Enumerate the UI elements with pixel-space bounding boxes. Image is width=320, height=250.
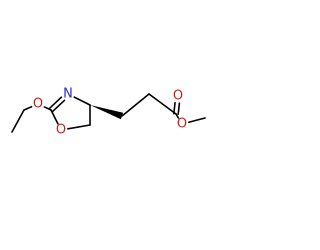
bond-n_ring-c4_ring [73, 96, 91, 106]
atom-label-n_ring: N [63, 87, 73, 102]
bond-c_carbonyl-o_carbonyl-a [177, 102, 181, 116]
atom-label-o_ring: O [56, 123, 66, 138]
bonds-layer [11, 93, 206, 133]
bond-c_carbonyl-o_ester [175, 113, 180, 119]
bond-c_me_ethyl-c_ch2_ethyl [11, 109, 25, 133]
atom-label-o_ether: O [33, 97, 43, 112]
bond-o_ring-c2_ring [50, 109, 59, 125]
bond-c_carbonyl-o_carbonyl-b [173, 101, 176, 115]
bond-c2_ring-n_ring-a [51, 99, 66, 113]
bond-o_ether-c2_ring [43, 106, 52, 111]
bond-o_ester-c_methyl [187, 117, 206, 124]
atom-label-o_ester: O [177, 117, 187, 132]
bond-c_ch2_ethyl-o_ether [23, 105, 33, 111]
bond-c_chain2-c_carbonyl [148, 93, 177, 115]
bond-c5_ring-o_ring [67, 124, 91, 130]
bond-c_chain1-c_chain2 [121, 93, 150, 117]
bond-c2_ring-n_ring-b [48, 96, 63, 110]
atom-label-o_carbonyl: O [173, 89, 183, 104]
bond-c4_ring-c_chain1-wedge [90, 105, 124, 120]
